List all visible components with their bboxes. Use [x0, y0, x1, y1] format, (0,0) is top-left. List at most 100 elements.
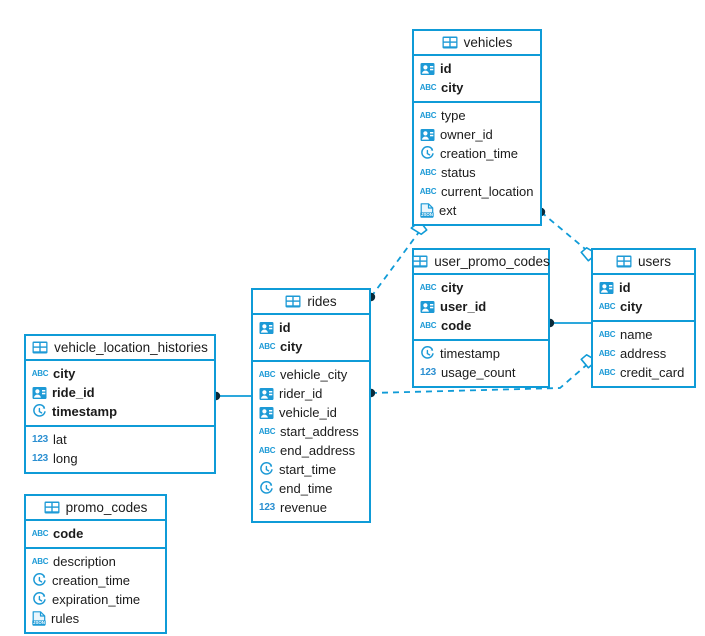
field-name: current_location [441, 184, 534, 199]
field-name: address [620, 346, 667, 361]
clock-icon [32, 592, 47, 607]
field-row[interactable]: start_time [253, 460, 369, 479]
123-number-icon: 123 [419, 367, 437, 378]
abc-text-icon: ABC [419, 320, 437, 330]
field-name: long [53, 451, 78, 466]
field-name: start_time [279, 462, 337, 477]
field-row[interactable]: end_time [253, 479, 369, 498]
abc-text-icon: ABC [419, 82, 437, 92]
abc-text-icon: ABC [598, 367, 616, 377]
field-name: vehicle_city [280, 367, 348, 382]
field-row[interactable]: user_id [414, 297, 548, 316]
id-card-icon [259, 387, 274, 401]
field-row[interactable]: ABC credit_card [593, 363, 694, 382]
entity-header-promo_codes[interactable]: promo_codes [26, 496, 165, 521]
field-name: rider_id [279, 386, 323, 401]
clock-icon [32, 573, 47, 588]
clock-icon [32, 404, 47, 419]
table-icon [442, 36, 458, 49]
field-row[interactable]: id [414, 59, 540, 78]
field-row[interactable]: timestamp [414, 344, 548, 363]
entity-header-vehicle_location_histories[interactable]: vehicle_location_histories [26, 336, 214, 361]
svg-text:JSON: JSON [33, 620, 45, 625]
abc-text-icon: ABC [419, 110, 437, 120]
field-row[interactable]: owner_id [414, 125, 540, 144]
field-name: city [53, 366, 76, 381]
field-row[interactable]: vehicle_id [253, 403, 369, 422]
field-name: id [619, 280, 631, 295]
table-icon [44, 501, 60, 514]
field-row[interactable]: creation_time [414, 144, 540, 163]
json-file-icon: JSON [32, 611, 46, 626]
table-icon [285, 295, 301, 308]
field-name: revenue [280, 500, 327, 515]
id-card-icon [420, 62, 435, 76]
table-icon [32, 341, 48, 354]
abc-text-icon: ABC [258, 445, 276, 455]
abc-text-icon: ABC [31, 368, 49, 378]
field-row[interactable]: timestamp [26, 402, 214, 421]
table-icon [616, 255, 632, 268]
field-name: end_time [279, 481, 333, 496]
field-row[interactable]: creation_time [26, 571, 165, 590]
field-row[interactable]: id [253, 318, 369, 337]
field-row[interactable]: JSON ext [414, 201, 540, 220]
id-card-icon [259, 321, 274, 335]
relationship-rel-user-promo-codes-users[interactable] [545, 318, 591, 328]
field-row[interactable]: rider_id [253, 384, 369, 403]
svg-text:JSON: JSON [421, 212, 433, 217]
id-card-icon [420, 300, 435, 314]
entity-header-users[interactable]: users [593, 250, 694, 275]
field-row[interactable]: expiration_time [26, 590, 165, 609]
field-name: credit_card [620, 365, 685, 380]
relationship-rel-rides-vehicle-location-histories[interactable] [211, 391, 251, 401]
field-name: start_address [280, 424, 359, 439]
entity-header-user_promo_codes[interactable]: user_promo_codes [412, 250, 550, 275]
entity-header-vehicles[interactable]: vehicles [414, 31, 540, 56]
entity-header-rides[interactable]: rides [253, 290, 369, 315]
abc-text-icon: ABC [31, 528, 49, 538]
field-row[interactable]: ride_id [26, 383, 214, 402]
field-row[interactable]: id [593, 278, 694, 297]
id-card-icon [259, 406, 274, 420]
field-name: ext [439, 203, 457, 218]
relationship-line [540, 211, 591, 254]
field-name: status [441, 165, 476, 180]
field-row[interactable]: ABC city [26, 364, 214, 383]
entity-title: user_promo_codes [434, 254, 550, 269]
